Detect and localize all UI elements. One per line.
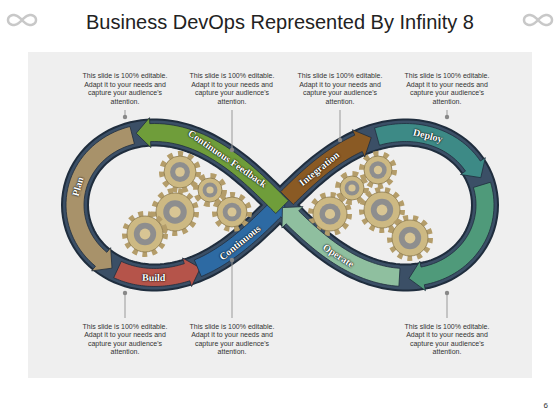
cycle-arrow [282,207,400,287]
leader-line [232,260,233,318]
cycle-arrow [114,258,201,287]
gear [215,195,249,229]
leader-dot [445,115,449,119]
page-number: 6 [544,401,548,410]
gear [125,214,165,254]
segment-label: Build [141,272,164,283]
leader-line [447,293,448,318]
slide-title: Business DevOps Represented By Infinity … [86,11,474,34]
infinity-icon [8,15,36,25]
callout-text: This slide is 100% editable. Adapt it to… [180,323,284,357]
leader-dot [123,291,127,295]
cycle-arrow [409,182,494,290]
infinity-icon [524,15,552,25]
cycle-arrow [281,130,372,205]
gear [390,218,430,258]
leader-line [232,110,233,150]
leader-dot [230,258,234,262]
cycle-arrow [194,200,285,277]
cycle-arrow [66,127,134,271]
callout-text: This slide is 100% editable. Adapt it to… [395,323,499,357]
gear [196,176,224,204]
leader-dot [230,148,234,152]
callout-text: This slide is 100% editable. Adapt it to… [73,323,177,357]
leader-line [340,110,341,140]
leader-line [125,293,126,318]
callout-text: This slide is 100% editable. Adapt it to… [288,72,392,106]
leader-dot [445,291,449,295]
cycle-arrow [375,124,486,178]
callout-text: This slide is 100% editable. Adapt it to… [73,72,177,106]
callout-text: This slide is 100% editable. Adapt it to… [395,72,499,106]
leader-dot [123,115,127,119]
cycle-segment: Build [138,271,168,284]
panel [28,52,532,378]
leader-dot [338,138,342,142]
cycle-arrow [136,118,288,214]
gear [162,154,198,190]
callout-text: This slide is 100% editable. Adapt it to… [180,72,284,106]
